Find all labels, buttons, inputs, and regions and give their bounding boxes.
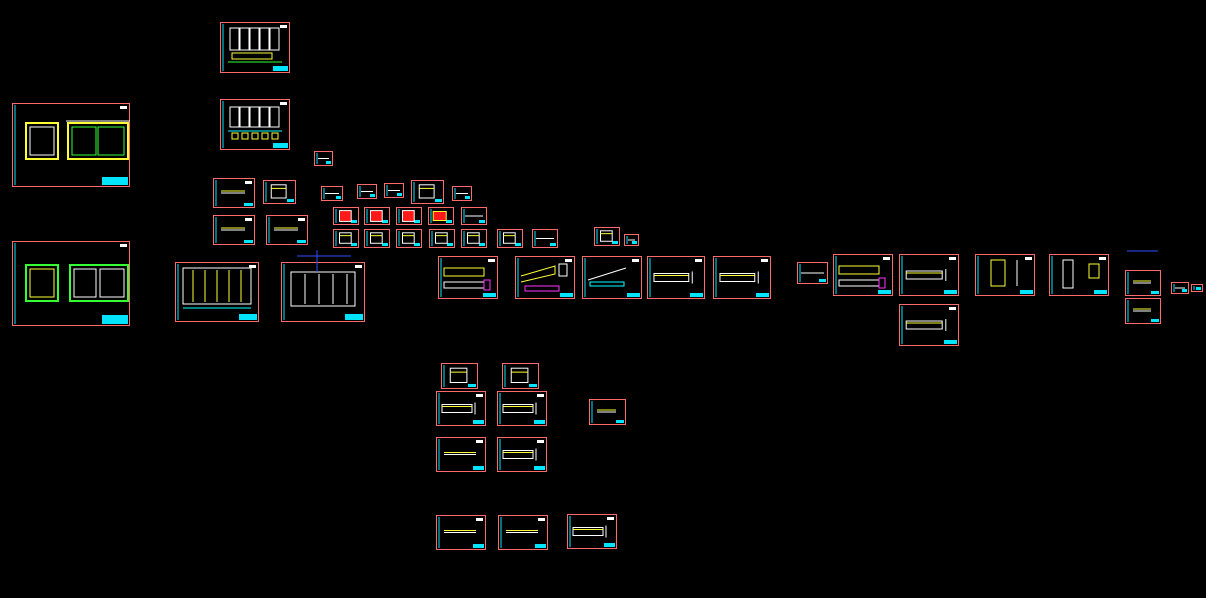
drawing-sheet[interactable] [438, 256, 498, 299]
drawing-sheet[interactable] [589, 399, 626, 425]
drawing-sheet[interactable] [220, 22, 290, 73]
drawing-sheet[interactable] [1171, 282, 1189, 294]
drawing-sheet[interactable] [12, 103, 131, 187]
drawing-sheet[interactable] [567, 514, 617, 549]
drawing-sheet[interactable] [1191, 284, 1203, 292]
drawing-sheet[interactable] [321, 186, 343, 201]
drawing-sheet[interactable] [833, 254, 893, 296]
drawing-sheet[interactable] [582, 256, 642, 299]
drawing-sheet[interactable] [364, 207, 390, 225]
drawing-sheet[interactable] [461, 229, 487, 248]
drawing-sheet[interactable] [266, 215, 308, 245]
drawing-sheet[interactable] [220, 99, 290, 150]
drawing-sheet[interactable] [594, 227, 620, 246]
drawing-sheet[interactable] [441, 363, 478, 389]
drawing-sheet[interactable] [213, 178, 255, 208]
drawing-sheet[interactable] [624, 234, 639, 246]
drawing-sheet[interactable] [333, 207, 359, 225]
drawing-sheet[interactable] [364, 229, 390, 248]
drawing-sheet[interactable] [647, 256, 705, 299]
drawing-sheet[interactable] [429, 229, 455, 248]
drawing-sheet[interactable] [899, 254, 959, 296]
drawing-sheet[interactable] [213, 215, 255, 245]
drawing-sheet[interactable] [314, 151, 333, 166]
drawing-sheet[interactable] [713, 256, 771, 299]
drawing-sheet[interactable] [975, 254, 1035, 296]
drawing-sheet[interactable] [396, 207, 422, 225]
drawing-sheet[interactable] [436, 515, 486, 550]
drawing-sheet[interactable] [436, 391, 486, 426]
drawing-sheet[interactable] [498, 515, 548, 550]
drawing-sheet[interactable] [175, 262, 259, 322]
drawing-sheet[interactable] [1125, 270, 1161, 296]
drawing-sheet[interactable] [497, 437, 547, 472]
drawing-sheet[interactable] [515, 256, 575, 299]
drawing-sheet[interactable] [436, 437, 486, 472]
drawing-sheet[interactable] [452, 186, 472, 201]
drawing-sheet[interactable] [1125, 298, 1161, 324]
drawing-sheet[interactable] [281, 250, 365, 322]
drawing-sheet[interactable] [532, 229, 558, 248]
drawing-sheet[interactable] [497, 391, 547, 426]
drawing-sheet[interactable] [396, 229, 422, 248]
drawing-sheet[interactable] [384, 183, 404, 198]
drawing-sheet[interactable] [502, 363, 539, 389]
drawing-sheet[interactable] [411, 180, 444, 204]
drawing-sheet[interactable] [497, 229, 523, 248]
drawing-sheet[interactable] [357, 184, 377, 199]
drawing-sheet[interactable] [797, 262, 828, 284]
drawing-sheet[interactable] [899, 304, 959, 346]
drawing-sheet[interactable] [428, 207, 454, 225]
drawing-sheet[interactable] [12, 241, 130, 326]
drawing-sheet[interactable] [333, 229, 359, 248]
drawing-sheet[interactable] [1049, 254, 1109, 296]
drawing-sheet[interactable] [263, 180, 296, 204]
drawing-sheet[interactable] [461, 207, 487, 225]
